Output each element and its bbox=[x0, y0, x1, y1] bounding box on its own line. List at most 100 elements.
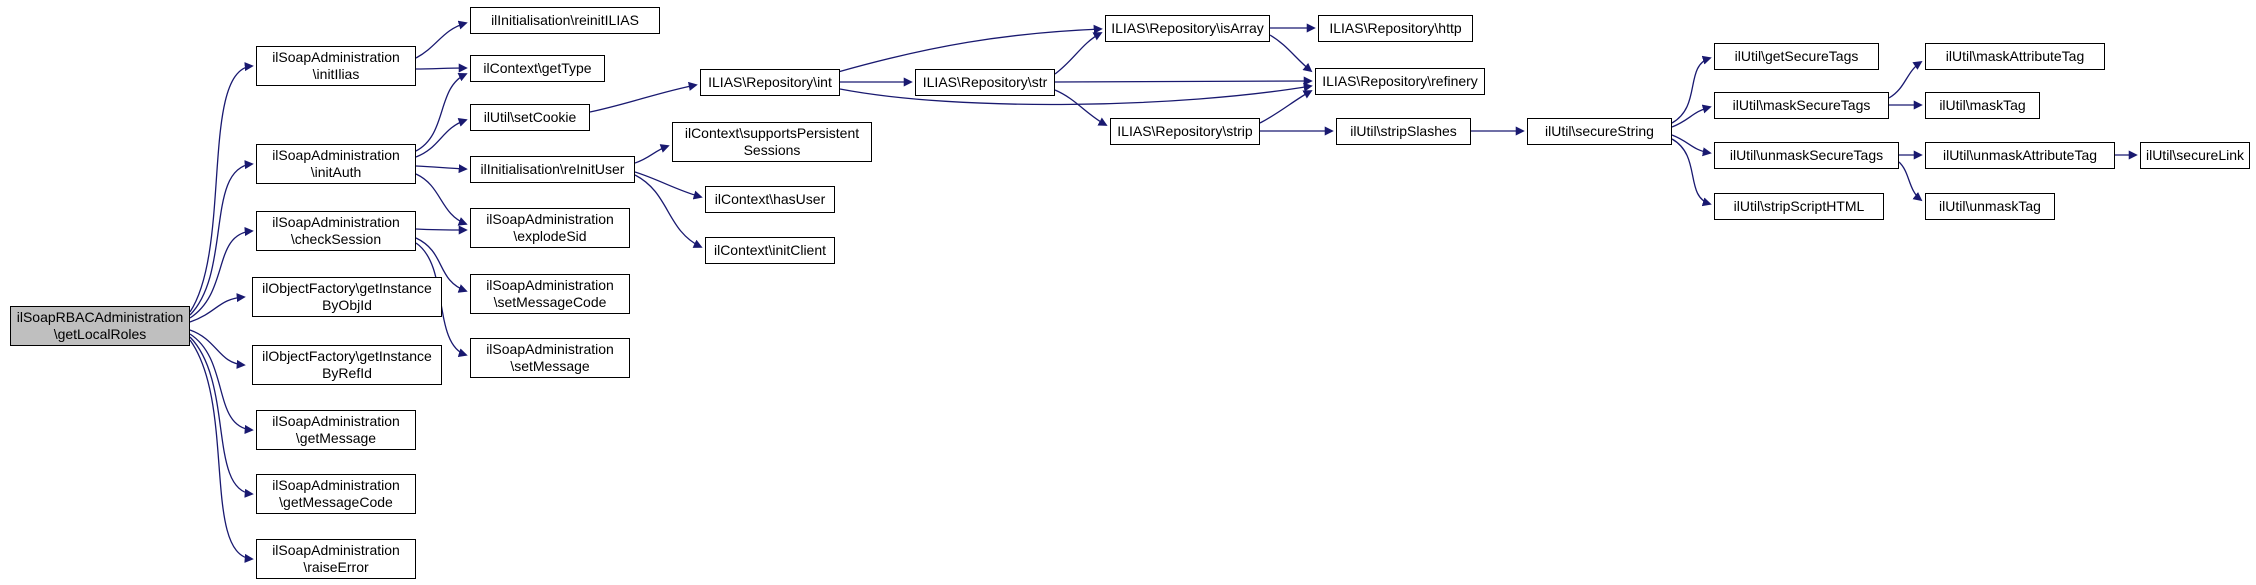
node-label: ilUtil\setCookie bbox=[483, 109, 577, 125]
node-supports-persistent-sessions[interactable]: ilContext\supportsPersistent Sessions bbox=[672, 122, 872, 162]
node-strip-script-html[interactable]: ilUtil\stripScriptHTML bbox=[1714, 193, 1884, 220]
edge-getLocalRoles-getInstanceByObjId bbox=[189, 293, 246, 323]
node-label: ILIAS\Repository\strip bbox=[1117, 123, 1253, 139]
node-label: ilUtil\unmaskSecureTags bbox=[1729, 147, 1884, 163]
node-unmask-secure-tags[interactable]: ilUtil\unmaskSecureTags bbox=[1714, 142, 1899, 169]
edge-checkSession-setMessageCode bbox=[415, 237, 468, 293]
node-init-auth[interactable]: ilSoapAdministration \initAuth bbox=[256, 144, 416, 184]
node-label: ilUtil\unmaskTag bbox=[1939, 198, 2041, 214]
node-get-local-roles: ilSoapRBACAdministration \getLocalRoles bbox=[10, 306, 190, 346]
node-label: \getMessageCode bbox=[279, 494, 393, 510]
node-reinit-ilias[interactable]: ilInitialisation\reinitILIAS bbox=[470, 7, 660, 34]
node-label: ilContext\supportsPersistent bbox=[684, 125, 860, 141]
node-label: ilSoapAdministration bbox=[272, 542, 400, 558]
node-label: ilSoapAdministration bbox=[486, 211, 614, 227]
node-mask-tag[interactable]: ilUtil\maskTag bbox=[1925, 92, 2040, 119]
node-label: \getMessage bbox=[295, 430, 377, 446]
node-unmask-attribute-tag[interactable]: ilUtil\unmaskAttributeTag bbox=[1925, 142, 2115, 169]
node-label: ilUtil\maskAttributeTag bbox=[1945, 48, 2085, 64]
node-label: Sessions bbox=[743, 142, 801, 158]
edge-initIlias-reinitILIAS bbox=[415, 20, 468, 59]
node-get-message-code[interactable]: ilSoapAdministration \getMessageCode bbox=[256, 474, 416, 514]
edge-initAuth-getType bbox=[415, 72, 468, 152]
node-repository-str[interactable]: ILIAS\Repository\str bbox=[915, 69, 1055, 96]
node-secure-link[interactable]: ilUtil\secureLink bbox=[2140, 142, 2250, 169]
node-label: ilSoapAdministration bbox=[486, 341, 614, 357]
node-label: ilUtil\maskTag bbox=[1939, 97, 2026, 113]
node-mask-attribute-tag[interactable]: ilUtil\maskAttributeTag bbox=[1925, 43, 2105, 70]
node-set-message-code[interactable]: ilSoapAdministration \setMessageCode bbox=[470, 274, 630, 314]
node-label: ilSoapAdministration bbox=[272, 147, 400, 163]
node-repository-int[interactable]: ILIAS\Repository\int bbox=[700, 69, 840, 96]
node-label: ilObjectFactory\getInstance bbox=[262, 280, 432, 296]
node-unmask-tag[interactable]: ilUtil\unmaskTag bbox=[1925, 193, 2055, 220]
node-strip-slashes[interactable]: ilUtil\stripSlashes bbox=[1336, 118, 1471, 145]
node-explode-sid[interactable]: ilSoapAdministration \explodeSid bbox=[470, 208, 630, 248]
edge-repoIsArray-repoRefinery bbox=[1269, 34, 1313, 73]
node-init-ilias[interactable]: ilSoapAdministration \initIlias bbox=[256, 46, 416, 86]
node-label: ilContext\hasUser bbox=[714, 191, 826, 207]
node-label: ilContext\getType bbox=[483, 60, 592, 76]
node-repository-refinery[interactable]: ILIAS\Repository\refinery bbox=[1315, 68, 1485, 95]
edge-getLocalRoles-raiseError bbox=[189, 339, 254, 563]
node-label: ILIAS\Repository\isArray bbox=[1111, 20, 1264, 36]
edge-repoStr-repoStrip bbox=[1054, 89, 1108, 126]
node-label: \setMessageCode bbox=[493, 294, 607, 310]
node-get-instance-by-obj-id[interactable]: ilObjectFactory\getInstance ByObjId bbox=[252, 277, 442, 317]
node-label: ilSoapAdministration bbox=[486, 277, 614, 293]
edge-reInitUser-initClient bbox=[634, 174, 703, 248]
edge-checkSession-explodeSid bbox=[415, 225, 468, 235]
node-raise-error[interactable]: ilSoapAdministration \raiseError bbox=[256, 539, 416, 579]
edge-repoInt-repoRefinery bbox=[839, 82, 1313, 106]
node-get-message[interactable]: ilSoapAdministration \getMessage bbox=[256, 410, 416, 450]
node-label: ilSoapAdministration bbox=[272, 413, 400, 429]
edge-maskSecureTags-maskAttributeTag bbox=[1888, 60, 1923, 99]
node-get-instance-by-ref-id[interactable]: ilObjectFactory\getInstance ByRefId bbox=[252, 345, 442, 385]
node-repository-strip[interactable]: ILIAS\Repository\strip bbox=[1110, 118, 1260, 145]
node-has-user[interactable]: ilContext\hasUser bbox=[705, 186, 835, 213]
node-repository-http[interactable]: ILIAS\Repository\http bbox=[1318, 15, 1473, 42]
edge-secureString-getSecureTags bbox=[1671, 55, 1712, 124]
node-set-cookie[interactable]: ilUtil\setCookie bbox=[470, 104, 590, 131]
edge-repoStr-repoIsArray bbox=[1054, 32, 1103, 75]
node-get-secure-tags[interactable]: ilUtil\getSecureTags bbox=[1714, 43, 1879, 70]
node-secure-string[interactable]: ilUtil\secureString bbox=[1527, 118, 1672, 145]
node-re-init-user[interactable]: ilInitialisation\reInitUser bbox=[470, 156, 635, 183]
node-label: ILIAS\Repository\http bbox=[1329, 20, 1462, 36]
node-label: ilUtil\getSecureTags bbox=[1734, 48, 1859, 64]
edge-reInitUser-hasUser bbox=[634, 171, 703, 200]
node-label: ilUtil\secureLink bbox=[2145, 147, 2245, 163]
node-label: ilInitialisation\reInitUser bbox=[480, 161, 625, 177]
edge-getLocalRoles-getMessageCode bbox=[189, 336, 254, 498]
node-mask-secure-tags[interactable]: ilUtil\maskSecureTags bbox=[1714, 92, 1889, 119]
node-init-client[interactable]: ilContext\initClient bbox=[705, 237, 835, 264]
edge-getLocalRoles-checkSession bbox=[189, 227, 254, 319]
node-label: \initAuth bbox=[310, 164, 362, 180]
edge-unmaskSecureTags-unmaskTag bbox=[1898, 161, 1923, 202]
node-set-message[interactable]: ilSoapAdministration \setMessage bbox=[470, 338, 630, 378]
edge-initAuth-explodeSid bbox=[415, 173, 468, 226]
node-label: ilUtil\stripSlashes bbox=[1350, 123, 1457, 139]
node-label: ilUtil\secureString bbox=[1545, 123, 1654, 139]
edge-getLocalRoles-getInstanceByRefId bbox=[189, 329, 246, 369]
node-label: ilSoapAdministration bbox=[272, 214, 400, 230]
node-label: \setMessage bbox=[510, 358, 590, 374]
node-label: ilUtil\unmaskAttributeTag bbox=[1942, 147, 2098, 163]
edge-initIlias-getType bbox=[415, 63, 468, 73]
edge-secureString-unmaskSecureTags bbox=[1671, 134, 1712, 157]
edge-initAuth-reInitUser bbox=[415, 164, 468, 174]
node-label: ilInitialisation\reinitILIAS bbox=[491, 12, 639, 28]
edge-initAuth-setCookie bbox=[415, 117, 468, 158]
node-repository-is-array[interactable]: ILIAS\Repository\isArray bbox=[1105, 15, 1270, 42]
node-label: ByObjId bbox=[322, 297, 372, 313]
edge-setCookie-repoInt bbox=[589, 81, 698, 113]
node-label: ilSoapRBACAdministration bbox=[16, 309, 184, 325]
node-label: ILIAS\Repository\str bbox=[922, 74, 1048, 90]
node-label: \explodeSid bbox=[513, 228, 587, 244]
edge-secureString-stripScriptHTML bbox=[1671, 138, 1712, 207]
node-label: ILIAS\Repository\int bbox=[708, 74, 832, 90]
node-get-type[interactable]: ilContext\getType bbox=[470, 55, 605, 82]
node-check-session[interactable]: ilSoapAdministration \checkSession bbox=[256, 211, 416, 251]
edge-repoInt-repoIsArray bbox=[837, 24, 1103, 73]
